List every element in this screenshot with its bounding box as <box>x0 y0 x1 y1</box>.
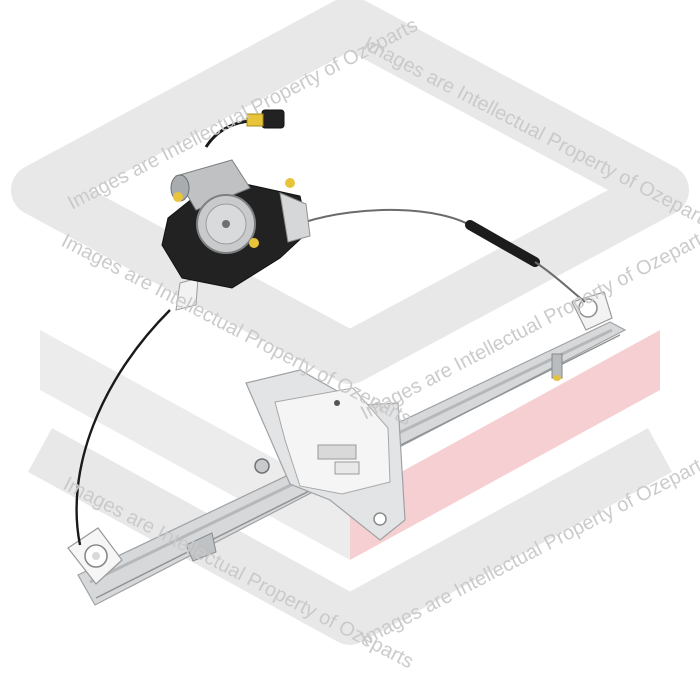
window-regulator <box>67 109 627 606</box>
top-pulley <box>551 291 613 381</box>
rail-stud <box>254 458 270 474</box>
lower-cable <box>75 309 171 546</box>
watermark-middle-chevron-right <box>350 330 660 560</box>
glass-carrier <box>245 369 406 541</box>
upper-cable-end <box>534 261 586 303</box>
watermark-top-diamond <box>11 0 689 384</box>
cable-sleeve <box>465 220 540 267</box>
lower-mount-bracket <box>185 532 217 562</box>
motor-assembly <box>161 109 311 289</box>
bottom-pulley <box>67 527 123 585</box>
upper-cable <box>304 208 476 229</box>
watermark-bottom-chevron <box>27 428 673 645</box>
